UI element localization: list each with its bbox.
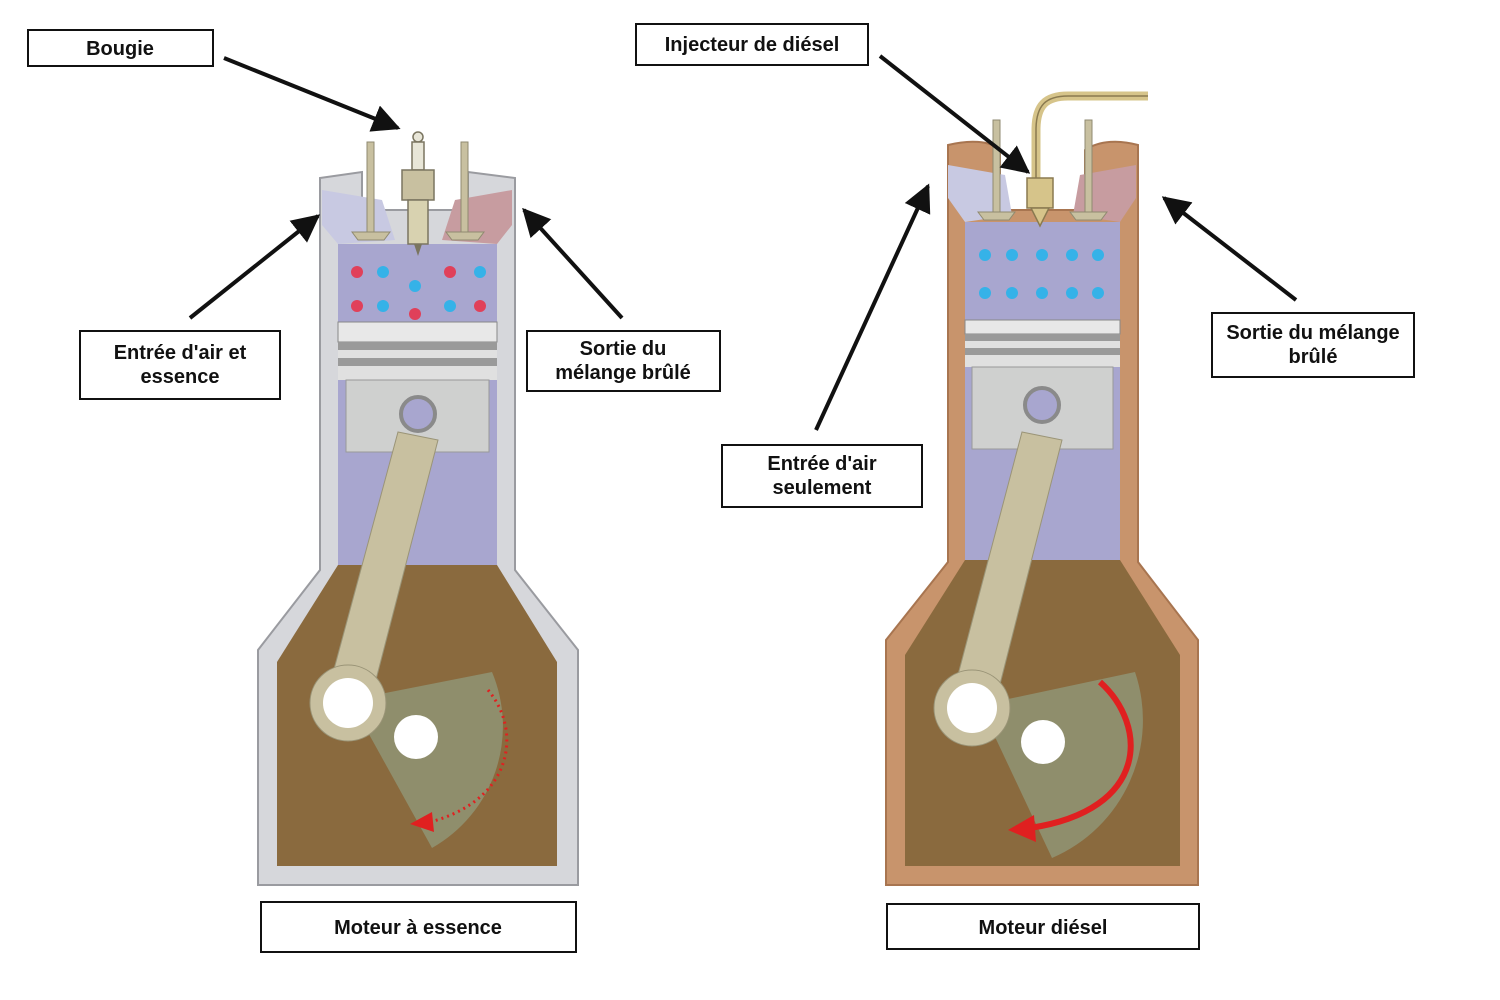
- diesel-piston: [964, 319, 1121, 450]
- label-gasoline-exhaust: Sortie du mélange brûlé: [526, 330, 721, 392]
- svg-text:Moteur à essence: Moteur à essence: [334, 917, 502, 939]
- svg-text:Entrée d'air et: Entrée d'air et: [114, 342, 247, 364]
- callout-arrows: [188, 54, 1298, 431]
- label-gasoline-intake: Entrée d'air et essence: [79, 330, 281, 400]
- svg-text:seulement: seulement: [773, 477, 872, 499]
- diesel-engine: [885, 91, 1199, 886]
- label-diesel-exhaust: Sortie du mélange brûlé: [1211, 312, 1415, 378]
- svg-text:brûlé: brûlé: [1289, 346, 1338, 368]
- gasoline-exhaust-port: [442, 190, 512, 244]
- gasoline-intake-arrow: [188, 214, 321, 320]
- diesel-rotation-arrow: [1029, 679, 1134, 831]
- diesel-crank-journal: [1021, 720, 1065, 764]
- gasoline-engine: [257, 131, 579, 886]
- diesel-exhaust-valve: [1069, 119, 1108, 221]
- gasoline-crank-journal: [394, 715, 438, 759]
- caption-gasoline-engine: Moteur à essence: [260, 901, 577, 953]
- diesel-intake-arrow: [814, 183, 931, 431]
- svg-text:Sortie du: Sortie du: [580, 338, 667, 360]
- gasoline-connecting-rod: [309, 431, 439, 742]
- gasoline-exhaust-arrow: [522, 207, 624, 320]
- caption-diesel-engine: Moteur diésel: [886, 903, 1200, 950]
- label-diesel-injector: Injecteur de diésel: [635, 23, 869, 66]
- diesel-connecting-rod: [933, 431, 1063, 747]
- gasoline-crank-web: [350, 672, 503, 848]
- svg-text:Moteur diésel: Moteur diésel: [979, 917, 1108, 939]
- svg-text:Bougie: Bougie: [86, 38, 154, 60]
- gasoline-fuel-air-mixture: [351, 266, 486, 320]
- gasoline-piston: [337, 321, 498, 453]
- label-spark-plug: Bougie: [27, 29, 214, 67]
- label-diesel-intake: Entrée d'air seulement: [721, 444, 923, 508]
- diesel-air-charge: [979, 249, 1104, 299]
- diesel-exhaust-arrow: [1161, 196, 1298, 302]
- gasoline-intake-valve: [351, 141, 391, 241]
- svg-text:mélange brûlé: mélange brûlé: [555, 362, 691, 384]
- svg-text:Sortie du mélange: Sortie du mélange: [1226, 322, 1399, 344]
- gasoline-exhaust-valve: [445, 141, 485, 241]
- spark-plug-icon: [401, 131, 435, 256]
- svg-text:essence: essence: [141, 366, 220, 388]
- svg-text:Entrée d'air: Entrée d'air: [767, 453, 876, 475]
- diesel-crank-web: [980, 672, 1143, 858]
- spark-plug-arrow: [223, 56, 401, 132]
- svg-text:Injecteur de diésel: Injecteur de diésel: [665, 34, 840, 56]
- gasoline-intake-port: [322, 190, 395, 244]
- diesel-injector-arrow: [878, 54, 1031, 174]
- gasoline-rotation-arrow: [429, 689, 509, 824]
- diesel-injector-icon: [1026, 91, 1148, 228]
